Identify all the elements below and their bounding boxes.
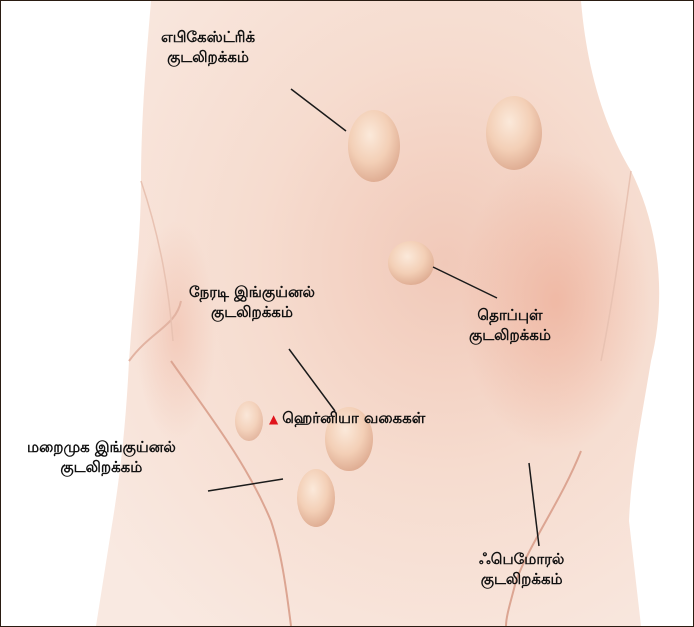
femoral-upper-fold	[235, 401, 263, 441]
epigastric-bulge-left	[348, 110, 400, 182]
label-femoral: ஃபெமோரல் குடலிறக்கம்	[479, 549, 564, 589]
label-umbilical: தொப்புள் குடலிறக்கம்	[469, 305, 551, 345]
epigastric-bulge-right	[486, 96, 542, 170]
label-umbilical-line1: தொப்புள்	[469, 305, 551, 325]
label-epigastric: எபிகேஸ்ட்ரிக் குடலிறக்கம்	[161, 27, 255, 67]
label-femoral-line1: ஃபெமோரல்	[479, 549, 564, 569]
diagram-caption: ▲ ஹெர்னியா வகைகள்	[269, 409, 425, 429]
label-umbilical-line2: குடலிறக்கம்	[469, 325, 551, 345]
label-indirect-inguinal-line1: மறைமுக இங்குய்னல்	[27, 437, 176, 457]
label-femoral-line2: குடலிறக்கம்	[479, 569, 564, 589]
red-triangle-icon: ▲	[269, 412, 278, 426]
caption-text: ஹெர்னியா வகைகள்	[282, 409, 425, 427]
shading-right	[461, 151, 651, 451]
label-epigastric-line1: எபிகேஸ்ட்ரிக்	[161, 27, 255, 47]
indirect-inguinal-bulge	[297, 469, 335, 527]
label-direct-inguinal: நேரடி இங்குய்னல் குடலிறக்கம்	[189, 282, 315, 322]
label-indirect-inguinal-line2: குடலிறக்கம்	[27, 457, 176, 477]
label-epigastric-line2: குடலிறக்கம்	[161, 47, 255, 67]
umbilical-bulge	[388, 241, 434, 285]
label-direct-inguinal-line2: குடலிறக்கம்	[189, 302, 315, 322]
label-indirect-inguinal: மறைமுக இங்குய்னல் குடலிறக்கம்	[27, 437, 176, 477]
label-direct-inguinal-line1: நேரடி இங்குய்னல்	[189, 282, 315, 302]
